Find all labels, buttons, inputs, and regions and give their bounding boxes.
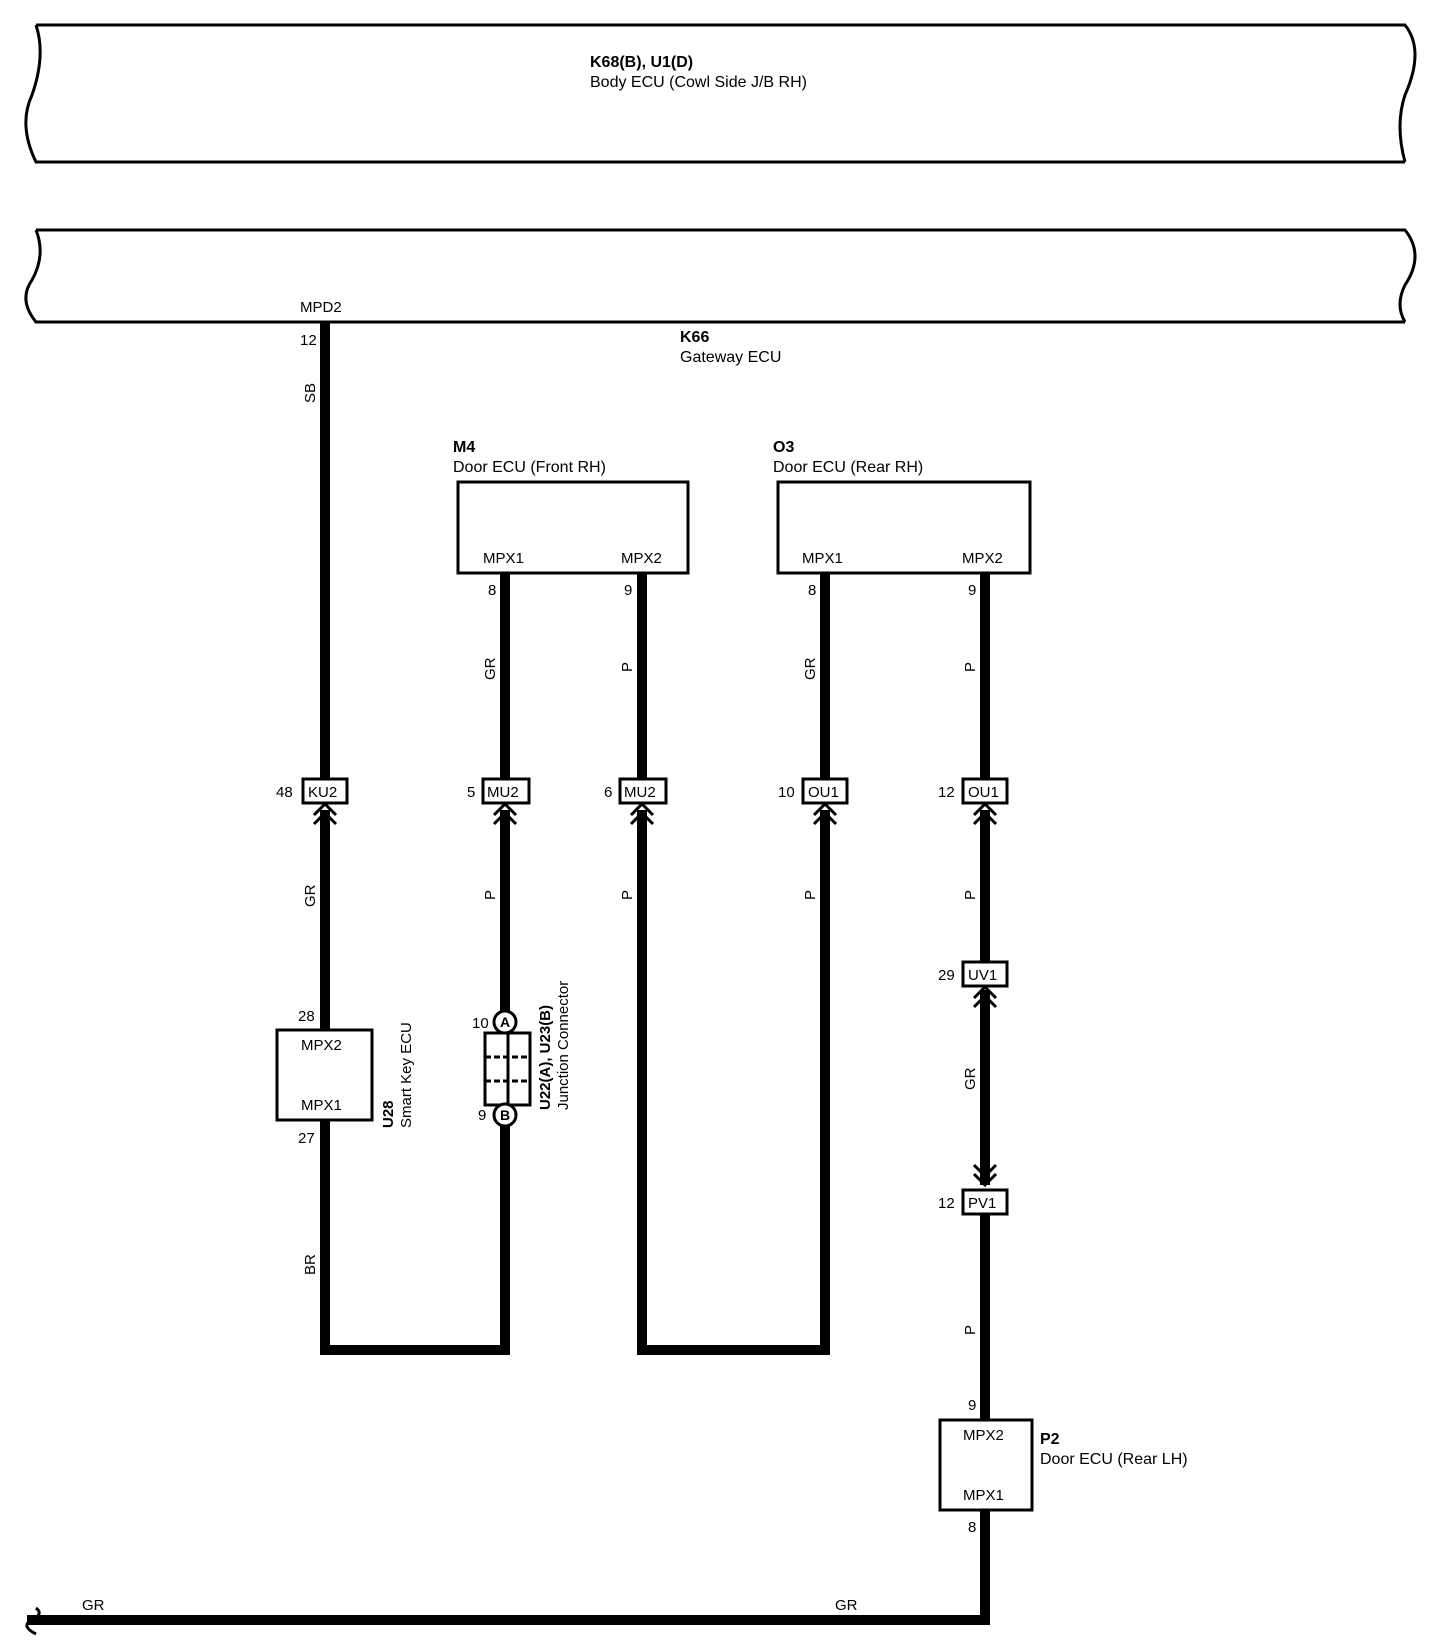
u28-pin-top-no: 28: [298, 1008, 315, 1025]
connector-ou1-12: [961, 777, 1009, 805]
connector-ku2: [301, 777, 349, 805]
connector-ou1-12-id: OU1: [968, 784, 999, 801]
body-ecu-band: K68(B), U1(D) Body ECU (Cowl Side J/B RH…: [24, 23, 1417, 164]
door-ecu-front-rh: M4 Door ECU (Front RH) MPX1 MPX2 8 9: [453, 439, 690, 599]
arrow-markers: [312, 801, 998, 1188]
connector-ou1-12-pin: 12: [938, 784, 955, 801]
o3-code: O3: [773, 439, 794, 456]
wire-color-label: P: [802, 890, 819, 900]
connector-mu2-6-pin: 6: [604, 784, 612, 801]
junction-pin-a-label: A: [500, 1014, 510, 1030]
wires: [27, 323, 990, 1625]
o3-pin2-no: 9: [968, 582, 976, 599]
gateway-ecu-code: K66: [680, 329, 709, 346]
wire-color-label: P: [962, 890, 979, 900]
junction-name: Junction Connector: [555, 981, 572, 1110]
door-ecu-rear-lh: MPX2 MPX1 9 8 P2 Door ECU (Rear LH): [938, 1397, 1188, 1536]
connector-mu2-6-id: MU2: [624, 784, 656, 801]
connector-ou1-10-id: OU1: [808, 784, 839, 801]
junction-pin-b-no: 9: [478, 1107, 486, 1124]
wire-color-label: GR: [482, 657, 499, 680]
p2-pin-top-no: 9: [968, 1397, 976, 1414]
u28-pin-bot-name: MPX1: [301, 1097, 342, 1114]
connector-pv1-pin: 12: [938, 1195, 955, 1212]
connector-mu2-5-id: MU2: [487, 784, 519, 801]
inline-connectors: KU2 48 MU2 5 MU2 6 OU1 10 OU1 12 UV1 29 …: [276, 777, 1009, 1216]
wire-color-label: P: [619, 890, 636, 900]
wire-color-label: P: [962, 1325, 979, 1335]
wire-color-label: GR: [962, 1067, 979, 1090]
gateway-ecu-band: MPD2 K66 Gateway ECU: [24, 228, 1417, 366]
connector-mu2-6: [618, 777, 668, 805]
wire-smartkey-junction: [320, 1115, 510, 1355]
u28-name: Smart Key ECU: [398, 1022, 415, 1128]
bottom-break-mark: [25, 1606, 41, 1636]
door-ecu-rear-rh: O3 Door ECU (Rear RH) MPX1 MPX2 8 9: [773, 439, 1032, 599]
wire-color-label: GR: [82, 1597, 105, 1614]
junction-pin-a-no: 10: [472, 1015, 489, 1032]
connector-uv1-id: UV1: [968, 967, 997, 984]
u28-pin-bot-no: 27: [298, 1130, 315, 1147]
p2-code: P2: [1040, 1431, 1060, 1448]
gateway-pin-no: 12: [300, 332, 317, 349]
wire-color-label: P: [482, 890, 499, 900]
wire-color-label: GR: [802, 657, 819, 680]
wire-color-label: SB: [302, 383, 319, 403]
m4-pin2-no: 9: [624, 582, 632, 599]
connector-uv1-pin: 29: [938, 967, 955, 984]
wire-color-label: GR: [835, 1597, 858, 1614]
u28-pin-top-name: MPX2: [301, 1037, 342, 1054]
o3-pin1-name: MPX1: [802, 550, 843, 567]
arrow-down-pv1: [972, 1163, 998, 1188]
wire-color-label: GR: [302, 884, 319, 907]
connector-ou1-10-pin: 10: [778, 784, 795, 801]
connector-ku2-id: KU2: [308, 784, 337, 801]
junction-pin-b-label: B: [500, 1107, 510, 1123]
m4-name: Door ECU (Front RH): [453, 459, 606, 476]
connector-mu2-5-pin: 5: [467, 784, 475, 801]
gateway-ecu-name: Gateway ECU: [680, 349, 781, 366]
wire-color-labels: SB GR BR GR P P P GR P P P GR P GR GR: [82, 383, 979, 1614]
o3-pin1-no: 8: [808, 582, 816, 599]
o3-pin2-name: MPX2: [962, 550, 1003, 567]
m4-code: M4: [453, 439, 475, 456]
body-ecu-name: Body ECU (Cowl Side J/B RH): [590, 74, 807, 91]
connector-ku2-pin: 48: [276, 784, 293, 801]
wire-mu2-ou1-loop: [637, 810, 830, 1355]
p2-name: Door ECU (Rear LH): [1040, 1451, 1188, 1468]
m4-pin1-no: 8: [488, 582, 496, 599]
connector-pv1-id: PV1: [968, 1195, 996, 1212]
gateway-pin-name: MPD2: [300, 299, 342, 316]
connector-ou1-10: [801, 777, 849, 805]
wire-p2-bottom: [27, 1505, 990, 1625]
connector-pv1: [961, 1188, 1009, 1216]
junction-code: U22(A), U23(B): [537, 1005, 554, 1110]
p2-pin-bot-no: 8: [968, 1519, 976, 1536]
u28-code: U28: [380, 1100, 397, 1128]
junction-connector: A 10 B 9 U22(A), U23(B) Junction Connect…: [472, 981, 572, 1128]
wire-color-label: P: [962, 662, 979, 672]
wire-color-label: P: [619, 662, 636, 672]
p2-pin-bot-name: MPX1: [963, 1487, 1004, 1504]
body-ecu-code: K68(B), U1(D): [590, 54, 693, 71]
m4-pin1-name: MPX1: [483, 550, 524, 567]
smart-key-ecu: MPX2 MPX1 28 27 U28 Smart Key ECU: [275, 1008, 415, 1147]
connector-mu2-5: [481, 777, 531, 805]
o3-name: Door ECU (Rear RH): [773, 459, 923, 476]
junction-pin-b: [492, 1102, 518, 1128]
m4-pin2-name: MPX2: [621, 550, 662, 567]
p2-pin-top-name: MPX2: [963, 1427, 1004, 1444]
wire-color-label: BR: [302, 1254, 319, 1275]
connector-uv1: [961, 960, 1009, 988]
